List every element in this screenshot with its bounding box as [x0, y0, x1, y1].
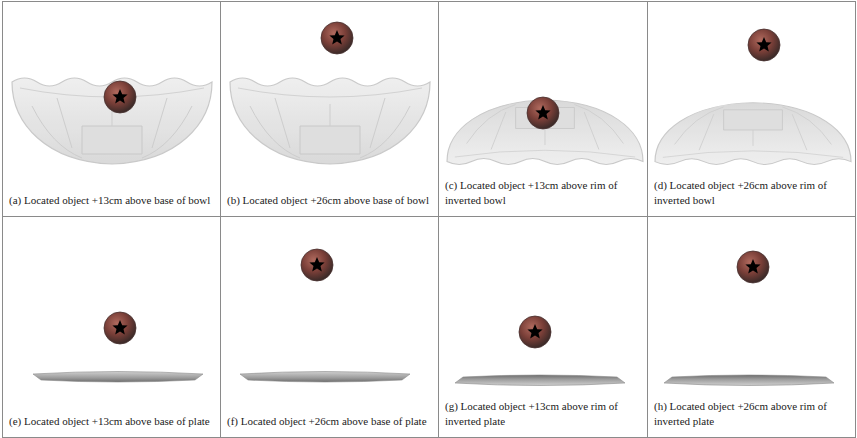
- panel-caption: (a) Located object +13cm above base of b…: [9, 193, 213, 207]
- panel-caption: (b) Located object +26cm above base of b…: [227, 193, 431, 207]
- panel-caption: (f) Located object +26cm above base of p…: [227, 414, 431, 428]
- figure-panel: (e) Located object +13cm above base of p…: [2, 216, 221, 438]
- panel-caption: (e) Located object +13cm above base of p…: [9, 414, 213, 428]
- figure-panel: (g) Located object +13cm above rim of in…: [438, 216, 648, 438]
- figure-panel: (d) Located object +26cm above rim of in…: [647, 1, 856, 217]
- panel-caption: (h) Located object +26cm above rim of in…: [654, 399, 848, 428]
- panel-caption: (d) Located object +26cm above rim of in…: [654, 178, 848, 207]
- panel-caption: (c) Located object +13cm above rim of in…: [445, 178, 640, 207]
- figure-panel: (b) Located object +26cm above base of b…: [220, 1, 439, 217]
- figure-panel: (a) Located object +13cm above base of b…: [2, 1, 221, 217]
- figure-panel: (h) Located object +26cm above rim of in…: [647, 216, 856, 438]
- panel-caption: (g) Located object +13cm above rim of in…: [445, 399, 640, 428]
- figure-panel: (c) Located object +13cm above rim of in…: [438, 1, 648, 217]
- figure-panel: (f) Located object +26cm above base of p…: [220, 216, 439, 438]
